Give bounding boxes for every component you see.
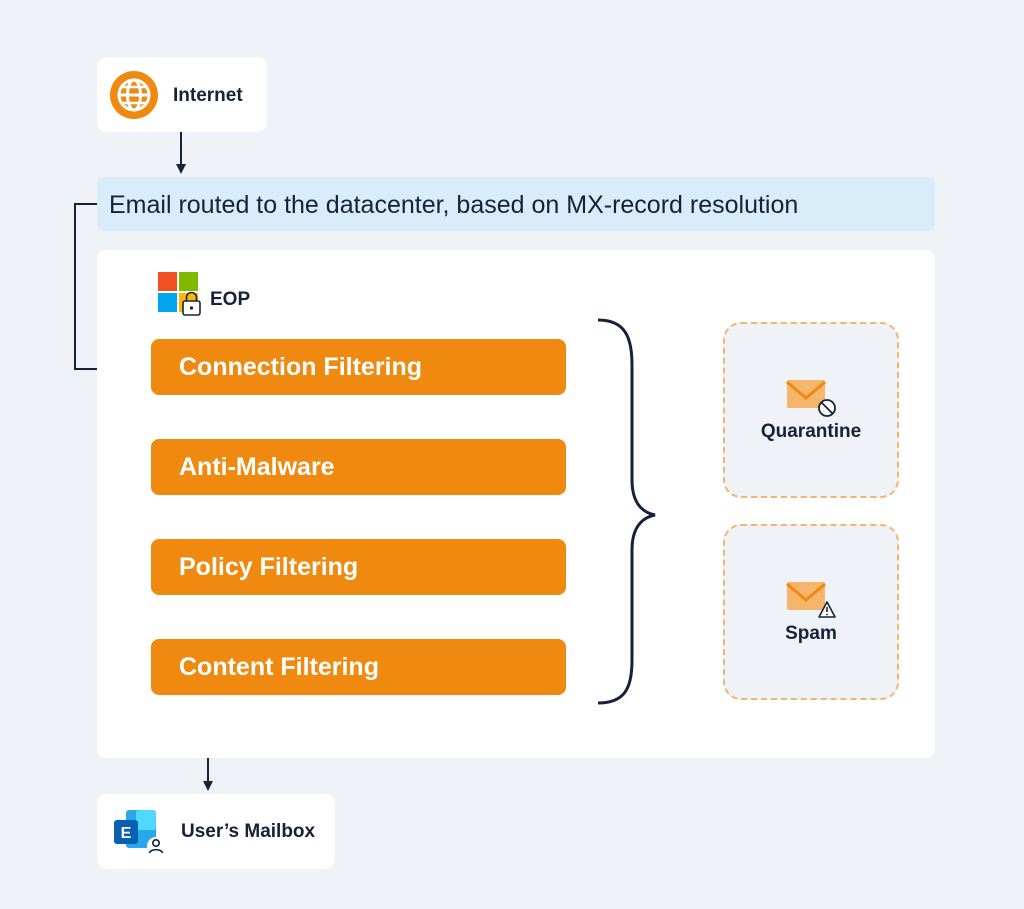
curly-brace [597,318,656,705]
eop-label: EOP [210,289,251,310]
internet-label: Internet [173,85,243,106]
spam-label: Spam [785,623,837,644]
quarantine-box: Quarantine [723,322,899,498]
step-label: Connection Filtering [179,353,423,381]
quarantine-label: Quarantine [760,421,862,442]
exchange-user-icon: E [114,810,165,855]
envelope-blocked-icon [786,380,836,417]
step-anti-malware: Anti-Malware [151,439,566,495]
mx-routing-text: Email routed to the datacenter, based on… [109,191,799,219]
globe-icon [110,71,158,119]
microsoft-lock-icon [158,272,201,316]
envelope-warning-icon [786,582,836,618]
step-label: Policy Filtering [179,553,359,581]
mx-routing-banner [97,177,935,231]
step-label: Anti-Malware [179,453,335,481]
step-label: Content Filtering [179,653,379,681]
svg-text:E: E [121,825,132,842]
step-policy-filtering: Policy Filtering [151,539,566,595]
step-content-filtering: Content Filtering [151,639,566,695]
step-connection-filtering: Connection Filtering [151,339,566,395]
mailbox-label: User’s Mailbox [181,821,316,842]
spam-box: Spam [723,524,899,700]
